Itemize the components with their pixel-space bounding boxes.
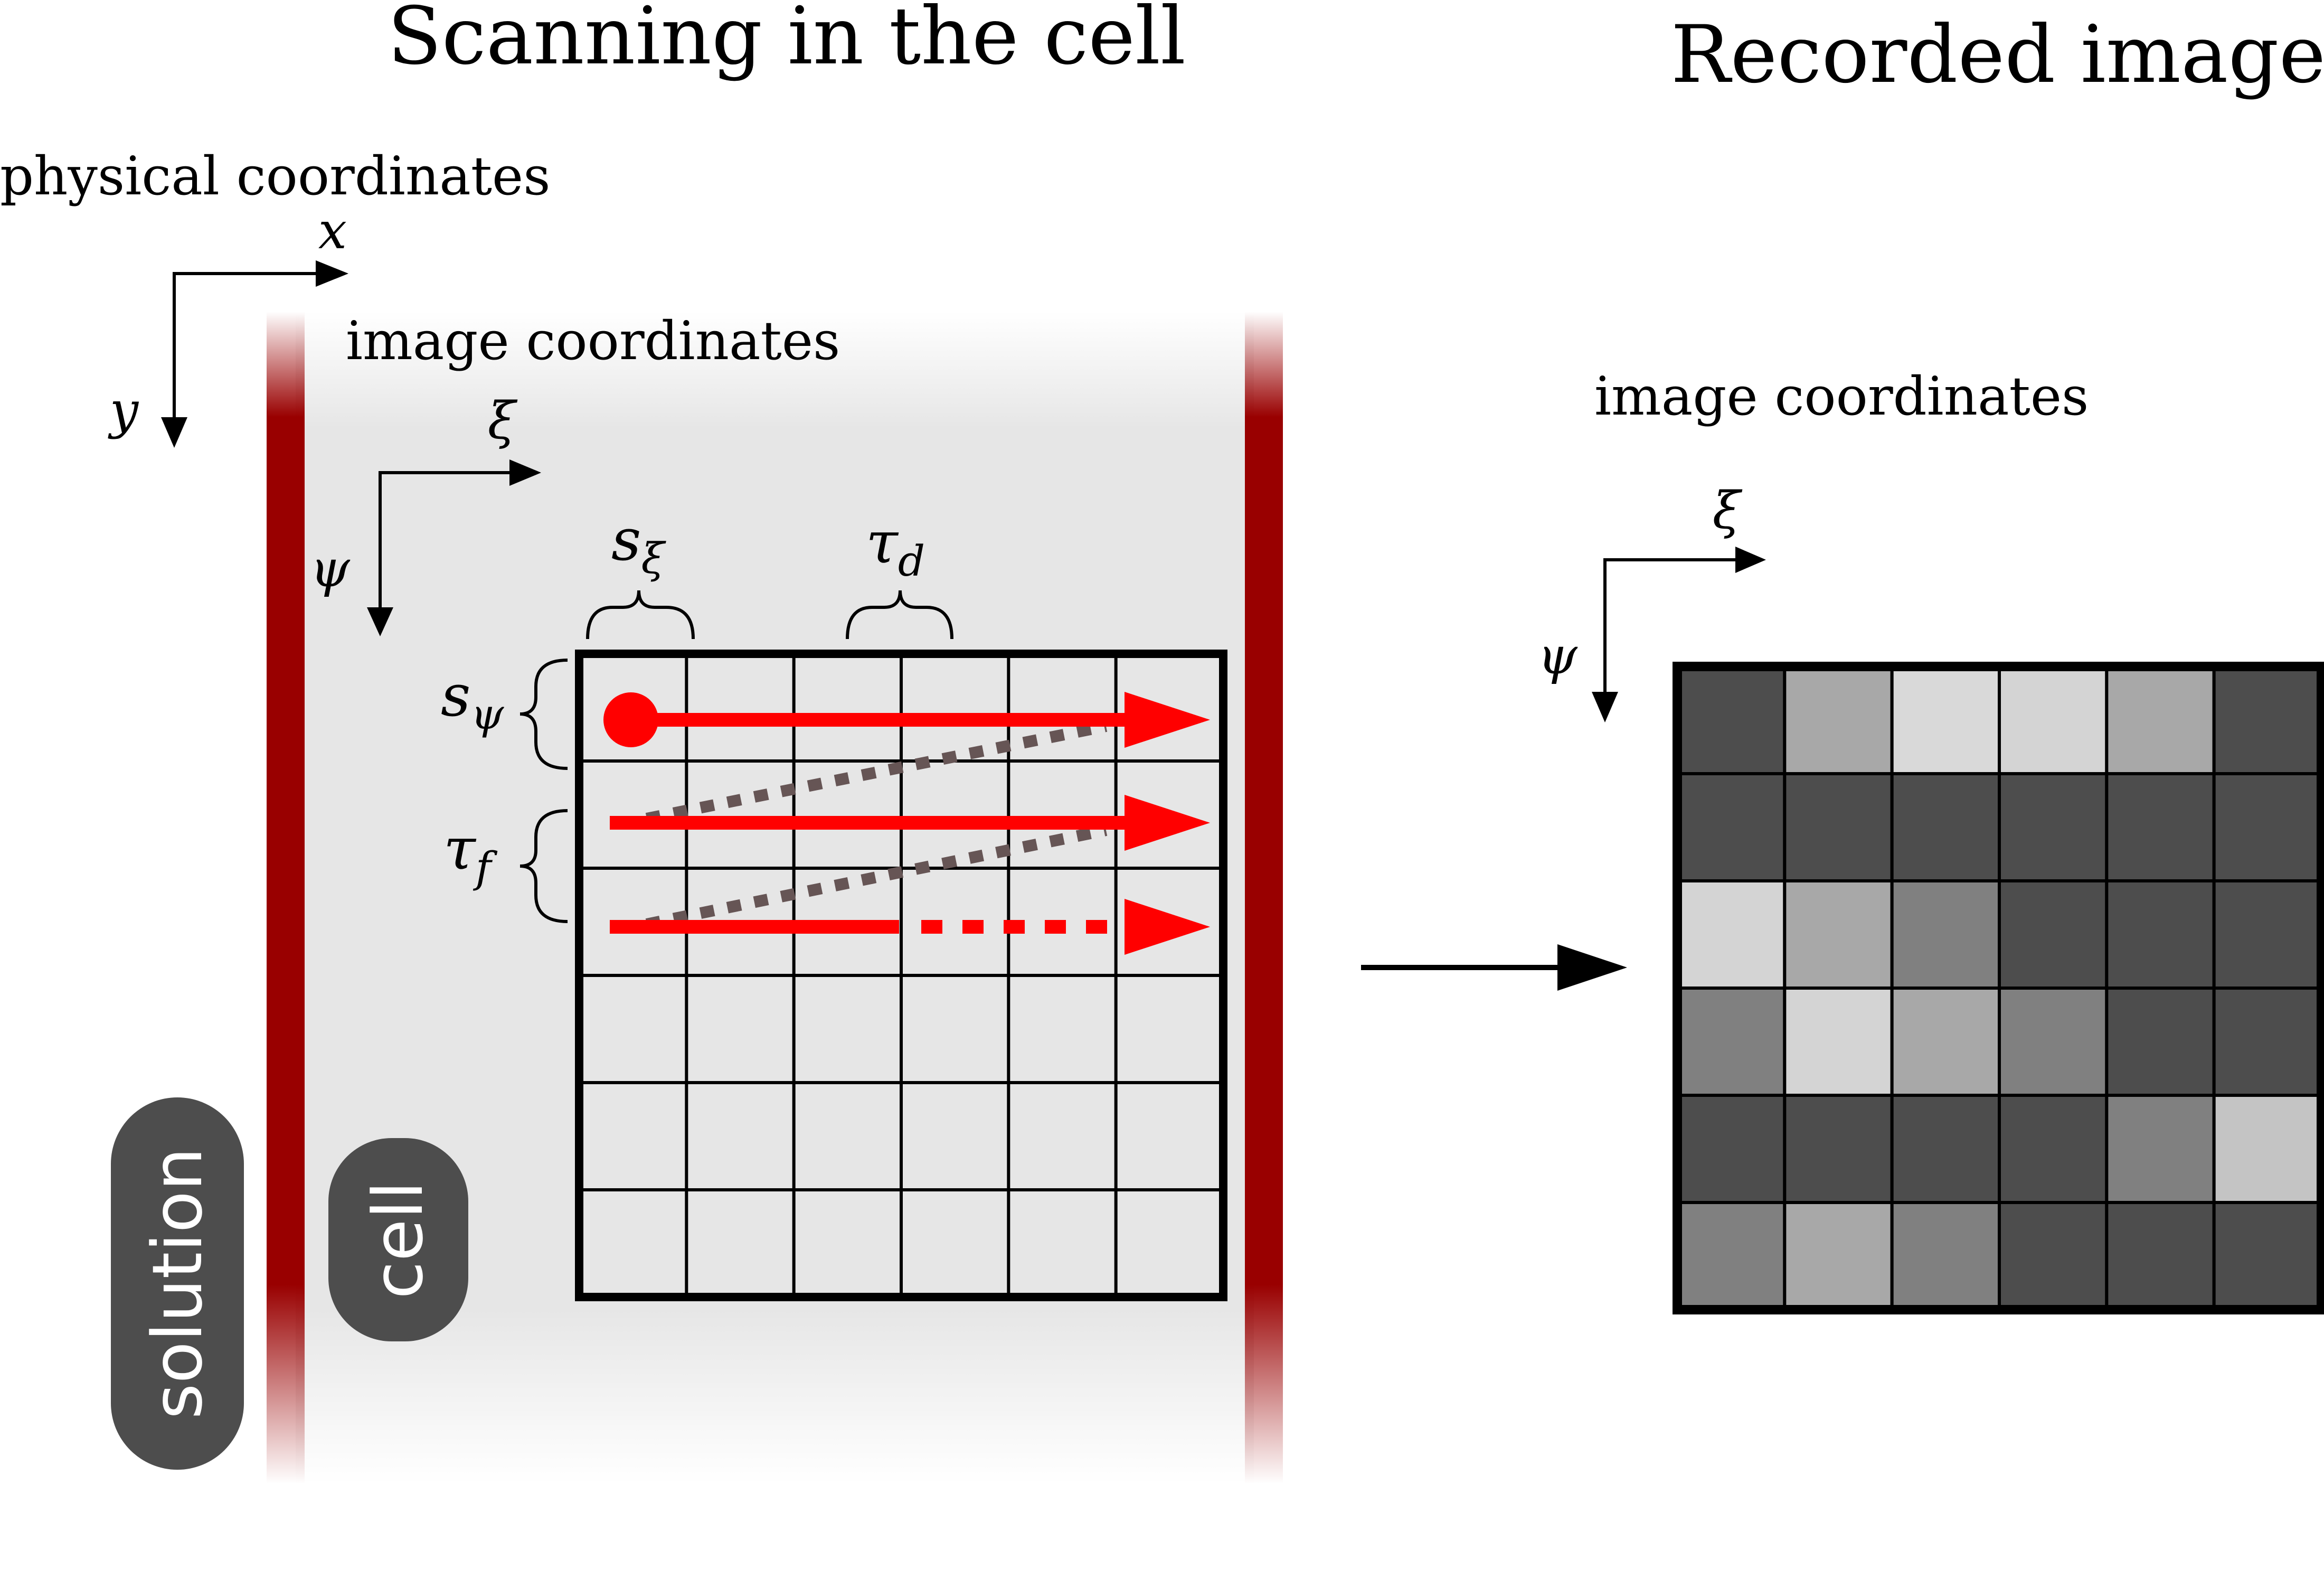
recorded-pixel: [1783, 772, 1894, 882]
brace-tau-d: [846, 590, 953, 640]
axis-xi-label-right: ξ: [1713, 481, 1743, 540]
recorded-pixel: [1676, 1201, 1787, 1311]
image-axes-left: ξ ψ: [310, 391, 541, 636]
recorded-pixel: [1998, 665, 2109, 775]
brace-s-psi: [519, 659, 568, 770]
image-axes-right: ξ ψ: [1537, 481, 1766, 722]
recorded-pixel: [1998, 1094, 2109, 1204]
cell-pill: cell: [328, 1138, 468, 1341]
transfer-arrow: [1361, 944, 1627, 991]
recorded-image-frame: [1673, 662, 2324, 1314]
recorded-pixel: [2105, 665, 2216, 775]
scan-arrowhead-1: [1125, 692, 1210, 748]
recorded-pixel: [2105, 987, 2216, 1097]
axis-x-label: x: [318, 201, 347, 260]
brace-tau-f: [519, 809, 568, 923]
recorded-pixel: [1890, 987, 2001, 1097]
recorded-pixel: [1998, 987, 2109, 1097]
solution-pill: solution: [111, 1097, 244, 1470]
recorded-pixel: [2212, 772, 2323, 882]
brace-s-xi: [586, 590, 695, 640]
recorded-image: [1673, 662, 2324, 1314]
scan-arrowhead-3: [1125, 899, 1210, 955]
recorded-pixel: [1676, 1094, 1787, 1204]
recorded-pixel: [1783, 665, 1894, 775]
solution-label: solution: [137, 1148, 218, 1420]
recorded-pixel: [1676, 772, 1787, 882]
axis-xi-label-left: ξ: [488, 391, 518, 450]
recorded-pixel: [1783, 879, 1894, 990]
title-recorded: Recorded image: [1671, 9, 2324, 101]
recorded-pixel: [2105, 772, 2216, 882]
s-psi-symbol: sψ: [441, 662, 504, 739]
membrane-right: [1245, 312, 1283, 1484]
recorded-pixel: [1890, 1201, 2001, 1311]
recorded-pixel: [2212, 1094, 2323, 1204]
recorded-pixel: [1676, 879, 1787, 990]
recorded-pixel: [2212, 879, 2323, 990]
s-xi-symbol: sξ: [611, 506, 666, 583]
recorded-pixel: [1998, 1201, 2109, 1311]
cell-label: cell: [358, 1181, 438, 1299]
recorded-pixel: [2105, 1201, 2216, 1311]
physical-coordinates-label: physical coordinates: [0, 145, 551, 207]
recorded-pixel: [1676, 987, 1787, 1097]
recorded-pixel: [1783, 987, 1894, 1097]
recorded-pixel: [1998, 772, 2109, 882]
scan-grid: [575, 650, 1227, 1301]
recorded-pixel: [1998, 879, 2109, 990]
image-coordinates-label-left: image coordinates: [346, 310, 840, 372]
recorded-pixel: [1890, 665, 2001, 775]
recorded-pixel: [1890, 1094, 2001, 1204]
recorded-pixel: [1783, 1201, 1894, 1311]
recorded-pixel: [2212, 665, 2323, 775]
recorded-pixel: [1890, 879, 2001, 990]
flyback-line-1: [645, 720, 1108, 824]
recorded-pixel: [2212, 987, 2323, 1097]
recorded-pixel: [1783, 1094, 1894, 1204]
recorded-pixel: [1890, 772, 2001, 882]
physical-axes: x y: [108, 201, 348, 448]
tau-d-symbol: τd: [866, 509, 925, 586]
axis-psi-label-right: ψ: [1537, 626, 1578, 685]
recorded-pixel: [2105, 879, 2216, 990]
recorded-pixel: [2105, 1094, 2216, 1204]
recorded-pixel: [2212, 1201, 2323, 1311]
scan-paths: [603, 692, 1210, 955]
image-coordinates-label-right: image coordinates: [1594, 365, 2089, 427]
flyback-line-2: [645, 824, 1108, 930]
recorded-pixel: [1676, 665, 1787, 775]
axis-psi-label-left: ψ: [310, 539, 351, 598]
scan-arrowhead-2: [1125, 795, 1210, 851]
membrane-left: [267, 312, 305, 1484]
title-scanning: Scanning in the cell: [388, 0, 1186, 82]
axis-y-label: y: [108, 381, 139, 440]
